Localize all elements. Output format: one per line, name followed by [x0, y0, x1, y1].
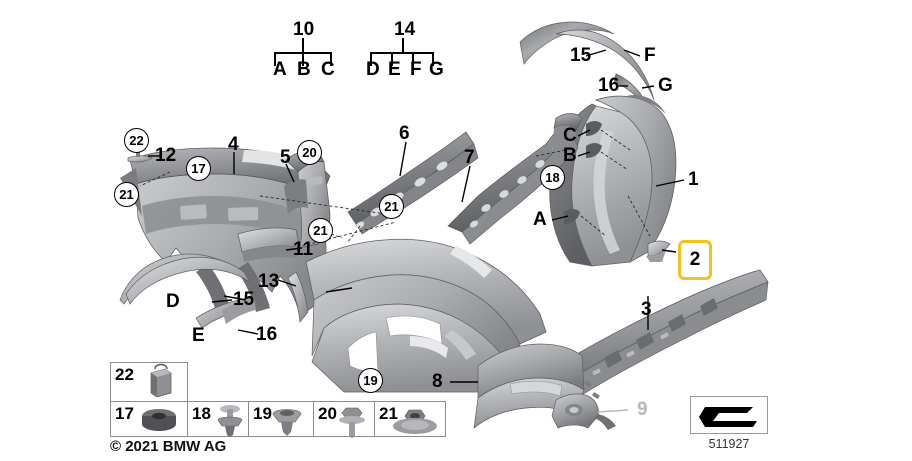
- part-4-bumper-carrier: [120, 147, 331, 317]
- bracket-10-number: 10: [293, 19, 315, 40]
- clip-square-icon: [150, 363, 172, 398]
- bracket-14: [370, 38, 434, 66]
- part-11-lower-insert: [237, 227, 301, 262]
- part-9-small-bracket: [551, 393, 616, 430]
- callout-12: 12: [155, 145, 177, 166]
- bracket-10: [274, 38, 332, 66]
- legend-cell-17-number: 17: [115, 404, 134, 423]
- bracket-14-child-d: D: [366, 59, 380, 80]
- callout-e: E: [192, 325, 205, 346]
- legend-cell-20-number: 20: [318, 404, 337, 423]
- legend-cell-22: 22: [110, 362, 188, 402]
- callout-f: F: [644, 45, 656, 66]
- circled-callout-22: 22: [124, 128, 149, 153]
- legend-cell-18-number: 18: [192, 404, 211, 423]
- part-18-clip-center: [552, 113, 583, 156]
- callout-c: C: [563, 125, 577, 146]
- circled-callout-17: 17: [186, 156, 211, 181]
- diagram-reference-number: 511927: [708, 437, 750, 451]
- legend-cell-22-number: 22: [115, 365, 134, 384]
- callout-4: 4: [228, 134, 239, 155]
- callout-3: 3: [641, 299, 652, 320]
- circled-callout-21-b: 21: [308, 218, 333, 243]
- clip-c-part: [586, 121, 602, 136]
- callout-11: 11: [293, 239, 314, 260]
- circled-callout-20: 20: [297, 140, 322, 165]
- callout-13: 13: [258, 271, 280, 292]
- bracket-14-child-f: F: [410, 59, 422, 80]
- flange-nut-icon: [393, 409, 437, 434]
- detail-leaders: [139, 129, 651, 247]
- callout-8: 8: [432, 371, 443, 392]
- leader-lines: [148, 49, 685, 413]
- legend-cell-21-number: 21: [379, 404, 398, 423]
- orientation-reference-box: [690, 396, 768, 434]
- circled-callout-21-a: 21: [114, 182, 139, 207]
- callout-16-right: 16: [598, 75, 620, 96]
- bracket-10-child-b: B: [297, 59, 311, 80]
- callout-6: 6: [399, 123, 410, 144]
- callout-15-left: 15: [233, 289, 255, 310]
- part-3-rear-diffuser: [559, 269, 769, 397]
- callout-b: B: [563, 145, 577, 166]
- grommet-icon: [142, 409, 176, 431]
- legend-cell-20: 20: [313, 401, 375, 438]
- bracket-10-child-a: A: [273, 59, 287, 80]
- callout-16-left: 16: [256, 324, 278, 345]
- callout-7: 7: [464, 147, 475, 168]
- part-16-arch-trim-left: [195, 297, 256, 329]
- callout-1: 1: [688, 169, 699, 190]
- circled-callout-21-c: 21: [379, 194, 404, 219]
- callout-a: A: [533, 209, 547, 230]
- callout-15-right: 15: [570, 45, 592, 66]
- legend-cell-17: 17: [110, 401, 188, 437]
- callout-2-highlighted[interactable]: 2: [678, 240, 712, 280]
- vehicle-orientation-icon: [699, 407, 757, 427]
- bracket-10-child-c: C: [321, 59, 335, 80]
- callout-5: 5: [280, 147, 291, 168]
- part-2-clip-highlighted: [646, 240, 671, 262]
- bracket-14-child-g: G: [429, 59, 444, 80]
- part-15-arch-trim-right: [519, 21, 655, 101]
- legend-cell-18: 18: [187, 401, 249, 437]
- callout-g: G: [658, 75, 673, 96]
- bracket-14-number: 14: [394, 19, 416, 40]
- callout-9: 9: [637, 399, 648, 420]
- hex-screw-icon: [339, 407, 365, 438]
- bracket-14-child-e: E: [388, 59, 401, 80]
- legend-cell-19-number: 19: [253, 404, 272, 423]
- clip-a-part: [564, 209, 580, 224]
- expanding-rivet-icon: [217, 405, 243, 437]
- circled-callout-19: 19: [358, 368, 383, 393]
- copyright-text: © 2021 BMW AG: [110, 438, 227, 455]
- push-rivet-icon: [272, 409, 302, 436]
- part-15-arch-trim-left: [119, 253, 251, 305]
- clip-b-part: [586, 143, 602, 158]
- legend-cell-19: 19: [248, 401, 314, 437]
- legend-cell-21: 21: [374, 401, 446, 437]
- callout-d: D: [166, 291, 180, 312]
- circled-callout-18: 18: [540, 165, 565, 190]
